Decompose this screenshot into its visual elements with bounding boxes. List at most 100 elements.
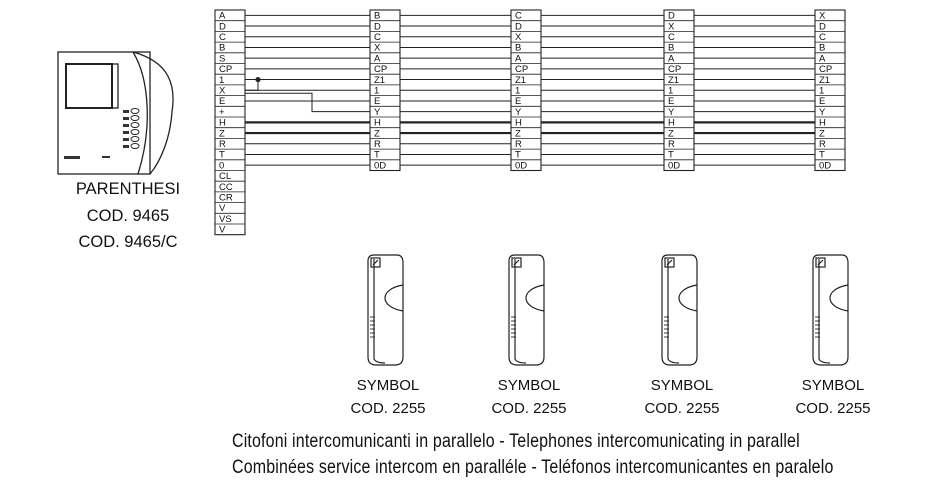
terminal-blocks: ADCBSCP1XE+HZRT0CLCCCRVVSVBDCXACPZ11EYHZ… (214, 9, 846, 236)
terminal-label: T (515, 150, 521, 161)
terminal-label: CP (668, 64, 681, 75)
handset-code: COD. 2255 (795, 400, 870, 417)
terminal-label: 0D (668, 160, 680, 171)
handset-code: COD. 2255 (644, 400, 719, 417)
terminal-label: R (819, 139, 826, 150)
terminal-label: C (515, 11, 522, 22)
terminal-label: R (668, 139, 675, 150)
terminal-label: T (668, 150, 674, 161)
terminal-label: 1 (515, 86, 520, 97)
terminal-label: 1 (374, 86, 379, 97)
handset-code: COD. 2255 (350, 400, 425, 417)
handset-name: SYMBOL (651, 377, 714, 394)
terminal-label: Z (374, 128, 380, 139)
wire-y (245, 92, 370, 113)
terminal-label: T (374, 150, 380, 161)
terminal-label: CC (219, 182, 233, 193)
terminal-label: S (219, 53, 225, 64)
terminal-label: A (515, 53, 522, 64)
terminal-label: H (219, 118, 226, 129)
terminal-label: D (219, 21, 226, 32)
terminal-label: CP (374, 64, 387, 75)
terminal-label: X (515, 32, 522, 43)
monitor-unit-icon (57, 51, 174, 175)
terminal-label: Y (668, 107, 675, 118)
terminal-label: E (668, 96, 674, 107)
monitor-code-1: COD. 9465 (87, 207, 170, 225)
terminal-label: Y (515, 107, 522, 118)
terminal-label: H (819, 118, 826, 129)
monitor-name: PARENTHESI (76, 180, 180, 198)
terminal-label: 0D (515, 160, 527, 171)
terminal-label: Z1 (668, 75, 679, 86)
handset-name: SYMBOL (802, 377, 865, 394)
terminal-label: X (219, 86, 226, 97)
caption-line-2: Combinées service intercom en paralléle … (232, 457, 834, 478)
terminal-label: CL (219, 171, 231, 182)
terminal-label: CP (515, 64, 528, 75)
terminal-label: T (219, 150, 225, 161)
terminal-label: 0D (819, 160, 831, 171)
terminal-label: Y (819, 107, 826, 118)
terminal-label: R (515, 139, 522, 150)
terminal-label: Y (374, 107, 381, 118)
terminal-label: 0 (219, 160, 224, 171)
terminal-label: B (374, 11, 380, 22)
caption-line-1: Citofoni intercomunicanti in parallelo -… (232, 431, 800, 452)
terminal-label: B (515, 43, 521, 54)
terminal-label: 1 (668, 86, 673, 97)
terminal-label: T (819, 150, 825, 161)
terminal-label: C (668, 32, 675, 43)
terminal-label: X (668, 21, 675, 32)
terminal-label: CP (219, 64, 232, 75)
terminal-label: 1 (219, 75, 224, 86)
handset-4: SYMBOL COD. 2255 (795, 254, 871, 417)
terminal-label: Z (819, 128, 825, 139)
terminal-label: A (819, 53, 826, 64)
terminal-label: R (374, 139, 381, 150)
terminal-label: H (374, 118, 381, 129)
terminal-label: D (515, 21, 522, 32)
terminal-label: H (515, 118, 522, 129)
handset-3: SYMBOL COD. 2255 (644, 254, 720, 417)
terminal-label: H (668, 118, 675, 129)
terminal-label: 1 (819, 86, 824, 97)
terminal-label: X (819, 11, 826, 22)
terminal-label: + (219, 107, 225, 118)
terminal-label: Z1 (819, 75, 830, 86)
terminal-label: E (374, 96, 380, 107)
terminal-label: CR (219, 193, 233, 204)
terminal-label: A (219, 11, 226, 22)
terminal-label: Z1 (374, 75, 385, 86)
terminal-label: X (374, 43, 381, 54)
handset-icon (508, 254, 545, 366)
handset-2: SYMBOL COD. 2255 (491, 254, 567, 417)
monitor-code-2: COD. 9465/C (78, 233, 177, 251)
terminal-label: Z1 (515, 75, 526, 86)
handset-icon (367, 254, 404, 366)
terminal-label: Z (219, 128, 225, 139)
handsets-group: SYMBOL COD. 2255 SYMBOL COD. 2255 SYMBOL COD.… (350, 254, 871, 417)
terminal-label: R (219, 139, 226, 150)
terminal-label: A (668, 53, 675, 64)
terminal-label: E (515, 96, 521, 107)
terminal-label: A (374, 53, 381, 64)
terminal-label: VS (219, 214, 232, 225)
terminal-label: E (819, 96, 825, 107)
terminal-label: C (374, 32, 381, 43)
terminal-label: Z (515, 128, 521, 139)
handset-name: SYMBOL (498, 377, 561, 394)
terminal-label: V (219, 203, 226, 214)
terminal-label: D (819, 21, 826, 32)
handset-code: COD. 2255 (491, 400, 566, 417)
terminal-label: D (668, 11, 675, 22)
terminal-label: C (819, 32, 826, 43)
terminal-label: E (219, 96, 225, 107)
